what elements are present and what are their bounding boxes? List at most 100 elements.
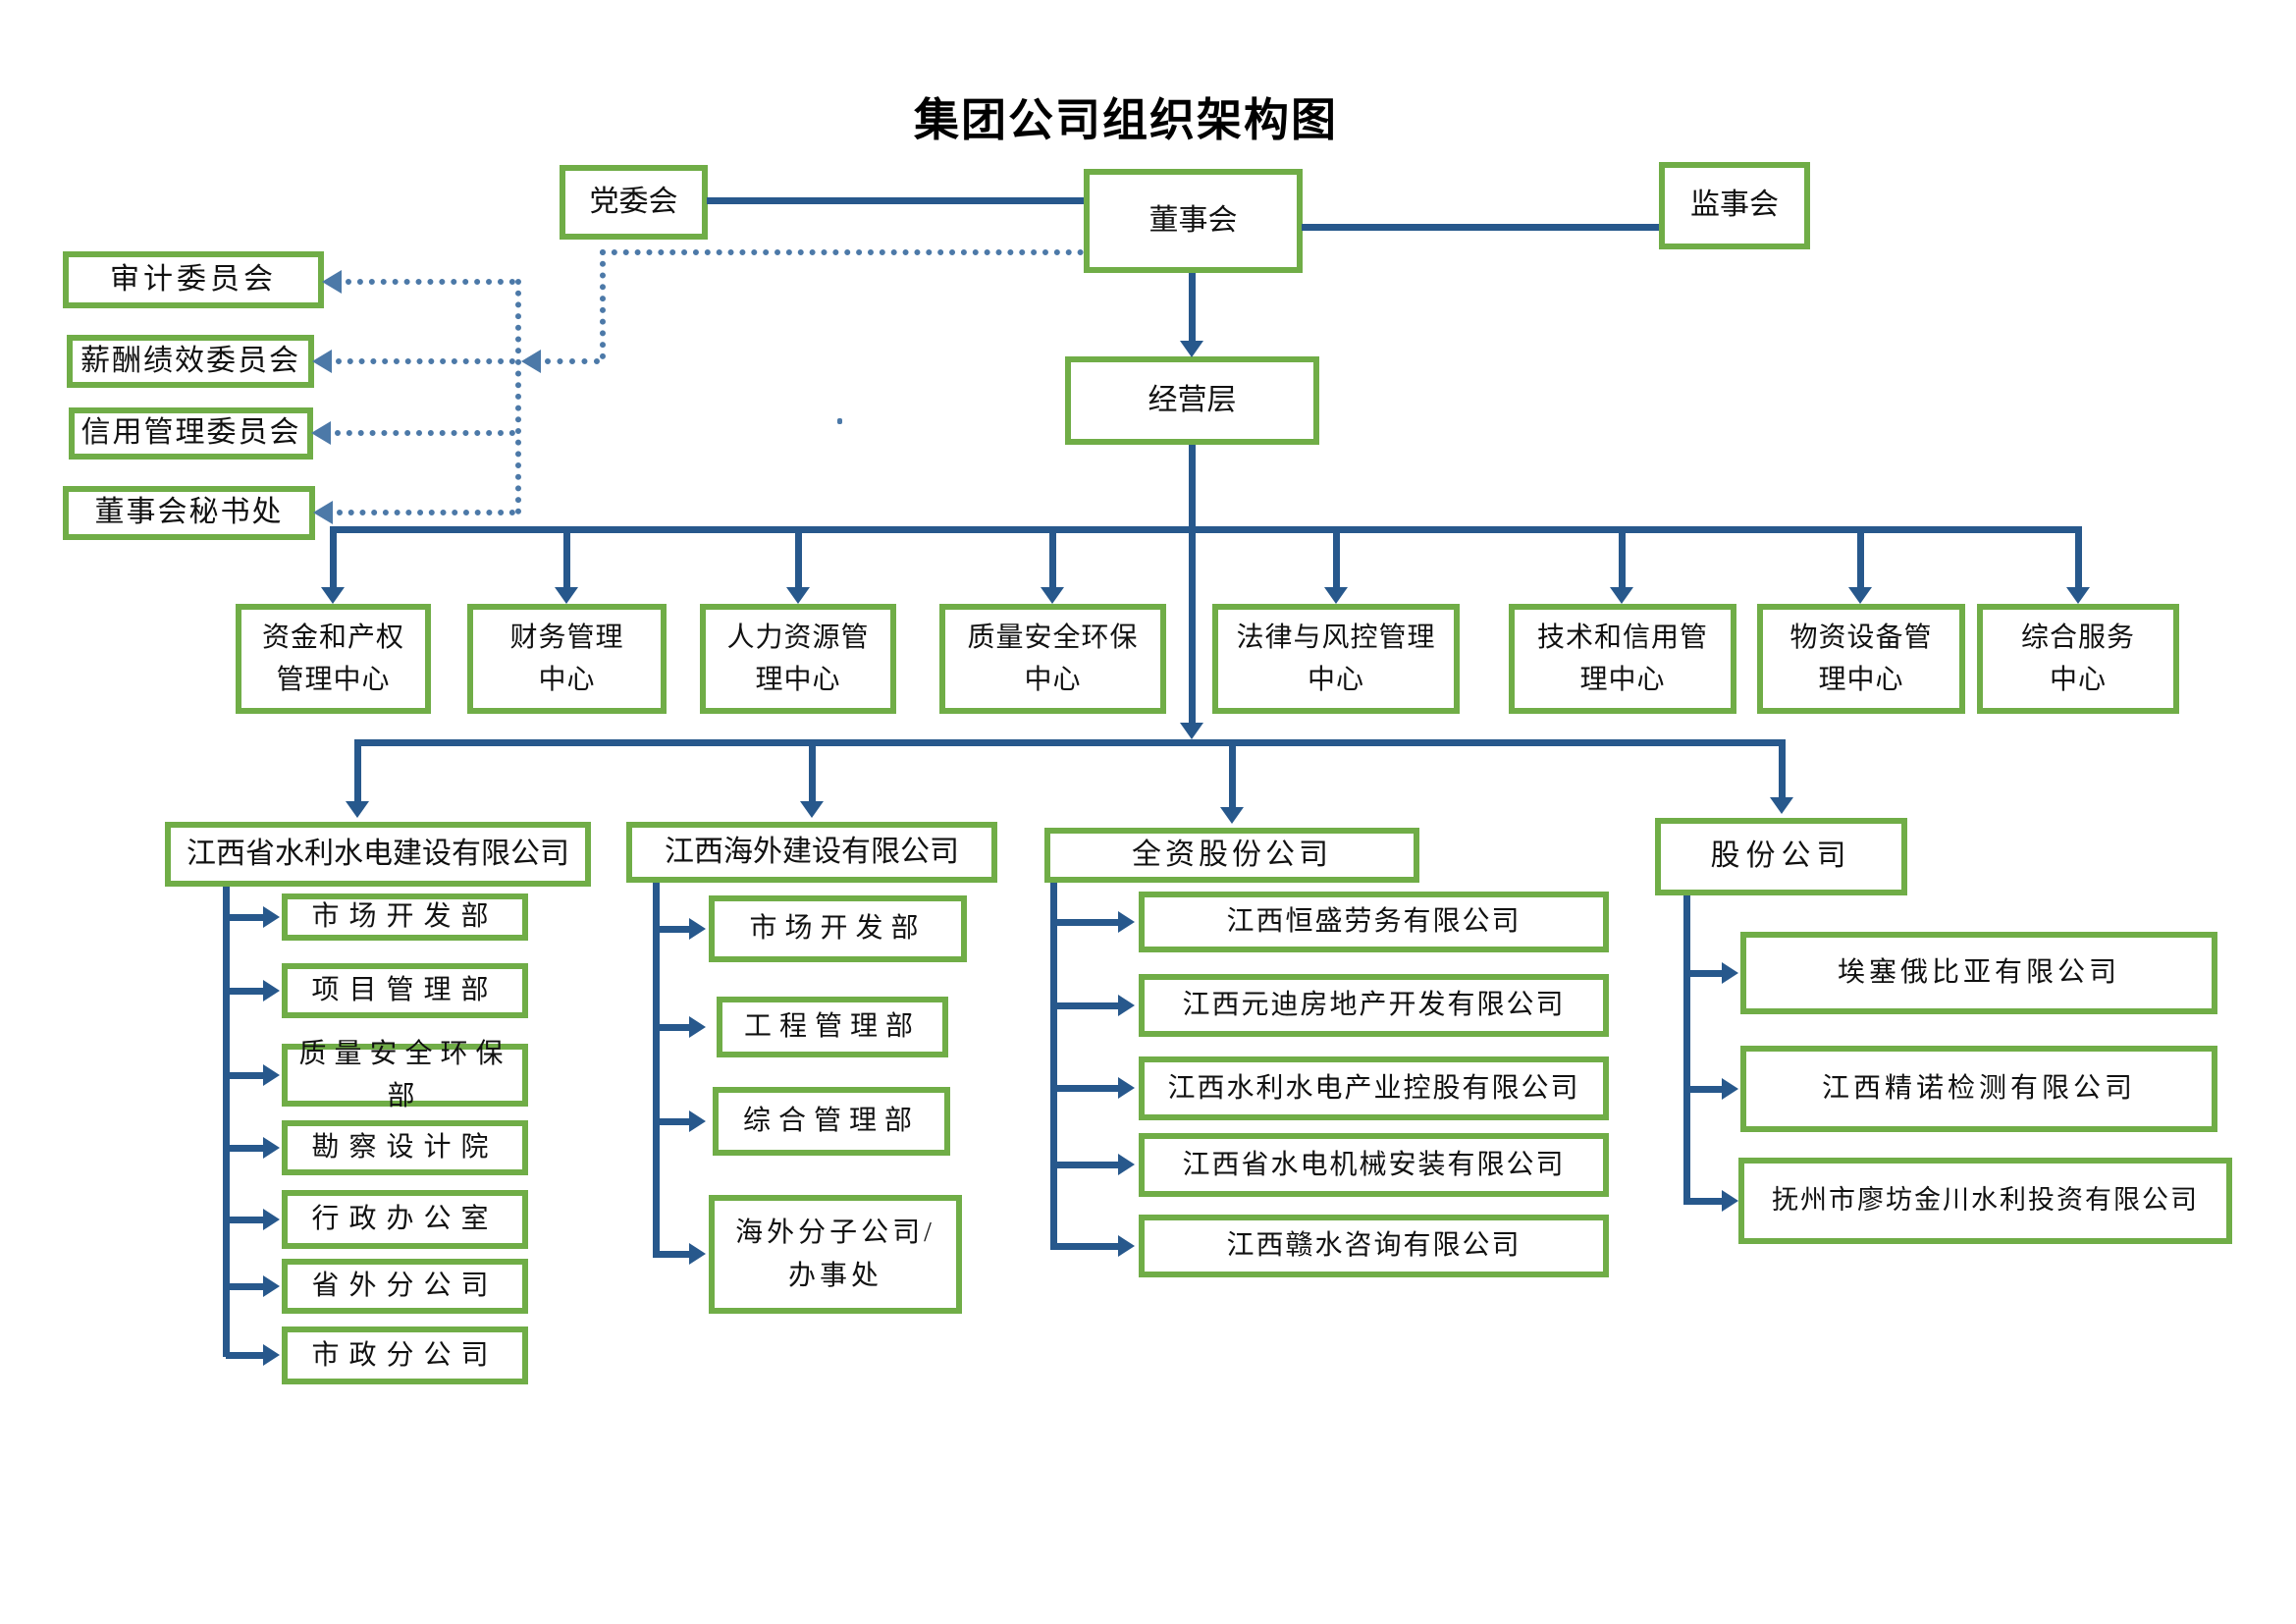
- connector-dotted-compensation: [336, 358, 515, 364]
- page-title: 集团公司组织架构图: [914, 95, 1338, 145]
- box-g2-child-engineering-mgmt: 工程管理部: [717, 997, 948, 1057]
- arrowhead-g3-branch-1: [1118, 911, 1135, 933]
- connector-g3-branch-5: [1053, 1243, 1120, 1250]
- arrowhead-g4-branch-1: [1722, 962, 1738, 984]
- connector-group1-spine: [223, 887, 230, 1357]
- arrowhead-g1-branch-6: [263, 1275, 280, 1297]
- connector-dotted-board-branch-top: [600, 249, 1084, 255]
- box-g4-child-liaofang-jinchuan: 抚州市廖坊金川水利投资有限公司: [1738, 1158, 2232, 1244]
- box-center-quality-safety: 质量安全环保 中心: [939, 604, 1166, 714]
- connector-g1-branch-6: [226, 1283, 265, 1290]
- box-committee-compensation: 薪酬绩效委员会: [67, 335, 314, 388]
- connector-board-supervisory: [1302, 224, 1659, 231]
- arrowhead-center-6: [1610, 587, 1633, 604]
- connector-g1-branch-1: [226, 914, 265, 921]
- arrowhead-dotted-board-branch: [521, 350, 541, 373]
- arrowhead-g1-branch-3: [263, 1064, 280, 1086]
- connector-party-board: [707, 197, 1084, 204]
- box-supervisory-board: 监事会: [1659, 162, 1810, 249]
- arrowhead-dotted-secretariat: [313, 501, 333, 524]
- connector-g2-branch-3: [656, 1118, 691, 1125]
- stray-dot-artifact: [837, 418, 842, 424]
- box-g4-child-jingnuo-testing: 江西精诺检测有限公司: [1740, 1046, 2217, 1132]
- connector-g3-branch-2: [1053, 1002, 1120, 1009]
- connector-groups-distribution: [354, 739, 1786, 746]
- connector-dotted-credit: [335, 430, 515, 436]
- connector-group3-spine: [1050, 883, 1057, 1250]
- box-g3-child-industry-holding: 江西水利水电产业控股有限公司: [1139, 1056, 1609, 1120]
- arrowhead-center-7: [1848, 587, 1872, 604]
- connector-g1-branch-4: [226, 1145, 265, 1152]
- connector-drop-center-7: [1857, 533, 1864, 589]
- box-board-secretariat: 董事会秘书处: [63, 486, 315, 540]
- arrowhead-dotted-compensation: [312, 350, 332, 373]
- box-group2-parent: 江西海外建设有限公司: [626, 822, 997, 883]
- arrowhead-group-4: [1770, 797, 1793, 814]
- connector-group4-spine: [1683, 895, 1690, 1205]
- arrowhead-g1-branch-2: [263, 980, 280, 1001]
- arrowhead-g3-branch-5: [1118, 1235, 1135, 1257]
- box-g1-child-survey-design: 勘察设计院: [282, 1120, 528, 1175]
- connector-drop-group-4: [1779, 746, 1786, 799]
- arrowhead-g1-branch-7: [263, 1344, 280, 1366]
- connector-g2-branch-2: [656, 1024, 691, 1031]
- connector-management-down: [1189, 445, 1196, 725]
- arrowhead-center-8: [2066, 587, 2090, 604]
- connector-drop-center-2: [563, 533, 570, 589]
- arrowhead-group-1: [346, 801, 369, 818]
- box-committee-audit: 审计委员会: [63, 251, 324, 308]
- arrowhead-group-2: [800, 801, 824, 818]
- box-g4-child-ethiopia: 埃塞俄比亚有限公司: [1740, 932, 2217, 1014]
- box-center-general-services: 综合服务 中心: [1977, 604, 2179, 714]
- connector-g4-branch-3: [1686, 1198, 1724, 1205]
- connector-g1-branch-2: [226, 988, 265, 995]
- arrowhead-center-3: [786, 587, 810, 604]
- connector-g1-branch-3: [226, 1072, 265, 1079]
- box-g3-child-ganshui-consulting: 江西赣水咨询有限公司: [1139, 1215, 1609, 1277]
- connector-drop-center-5: [1333, 533, 1340, 589]
- box-g1-child-quality-safety: 质量安全环保部: [282, 1039, 528, 1111]
- connector-g3-branch-3: [1053, 1085, 1120, 1092]
- box-g3-child-yuandi-realestate: 江西元迪房地产开发有限公司: [1139, 974, 1609, 1037]
- connector-g4-branch-2: [1686, 1086, 1724, 1093]
- connector-drop-group-3: [1229, 746, 1236, 809]
- connector-drop-center-8: [2075, 533, 2082, 589]
- connector-drop-center-4: [1049, 533, 1056, 589]
- box-center-finance: 财务管理 中心: [467, 604, 667, 714]
- connector-g1-branch-5: [226, 1217, 265, 1223]
- connector-dotted-secretariat: [337, 510, 515, 515]
- box-board-of-directors: 董事会: [1084, 169, 1303, 273]
- arrowhead-g1-branch-4: [263, 1137, 280, 1159]
- arrowhead-center-2: [555, 587, 578, 604]
- connector-g3-branch-1: [1053, 919, 1120, 926]
- connector-drop-center-1: [330, 533, 337, 589]
- box-center-materials-equipment: 物资设备管 理中心: [1757, 604, 1965, 714]
- connector-committees-spine-dotted: [515, 279, 521, 514]
- arrowhead-dotted-credit: [311, 421, 331, 445]
- box-center-legal-risk: 法律与风控管理 中心: [1212, 604, 1460, 714]
- box-center-tech-credit: 技术和信用管 理中心: [1509, 604, 1736, 714]
- connector-dotted-board-branch-down: [600, 249, 606, 359]
- box-group3-parent: 全资股份公司: [1044, 828, 1419, 883]
- arrowhead-g2-branch-2: [689, 1016, 706, 1038]
- arrowhead-g3-branch-3: [1118, 1077, 1135, 1099]
- connector-drop-group-2: [809, 746, 816, 803]
- connector-drop-center-6: [1619, 533, 1626, 589]
- connector-g4-branch-1: [1686, 970, 1724, 977]
- box-management-layer: 经营层: [1065, 356, 1319, 445]
- box-g3-child-machinery-install: 江西省水电机械安装有限公司: [1139, 1133, 1609, 1197]
- connector-group2-spine: [653, 883, 660, 1258]
- arrowhead-g2-branch-1: [689, 918, 706, 940]
- arrowhead-center-4: [1041, 587, 1064, 604]
- box-g2-child-overseas-offices: 海外分子公司/ 办事处: [709, 1195, 962, 1314]
- box-g1-child-municipal-branch: 市政分公司: [282, 1326, 528, 1384]
- box-party-committee: 党委会: [560, 165, 708, 240]
- box-group1-parent: 江西省水利水电建设有限公司: [165, 822, 591, 887]
- arrowhead-g2-branch-4: [689, 1243, 706, 1265]
- arrowhead-g2-branch-3: [689, 1110, 706, 1132]
- arrowhead-g4-branch-3: [1722, 1190, 1738, 1212]
- box-g1-child-out-province-branch: 省外分公司: [282, 1259, 528, 1314]
- connector-centers-distribution: [330, 526, 2082, 533]
- arrowhead-g3-branch-2: [1118, 995, 1135, 1016]
